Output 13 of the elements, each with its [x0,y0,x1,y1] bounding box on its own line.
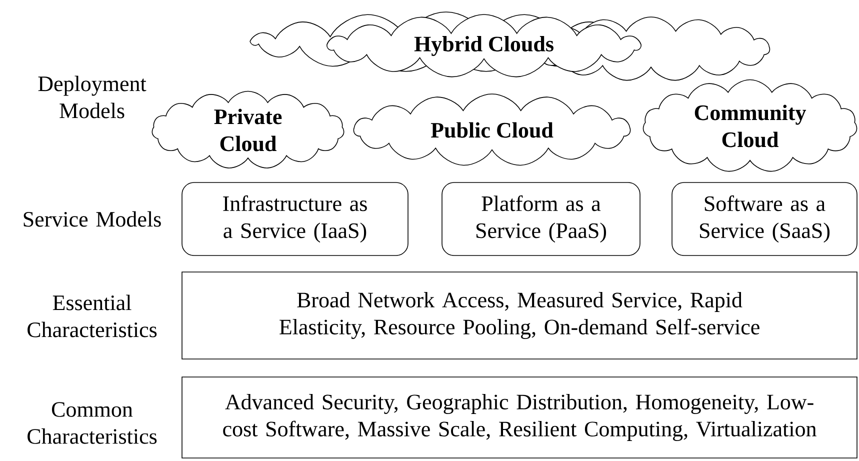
cloud: Public Cloud [353,94,631,166]
row-heading: Service Models [24,211,161,227]
row-heading: Essential Characteristics [28,294,157,338]
characteristics-box: Broad Network Access, Measured Service, Rapid Elasticity, Resource Pooling, On-demand Self-service [182,272,858,360]
service-box: Platform as a Service (PaaS) [442,182,640,256]
characteristics-box: Advanced Security, Geographic Distribution, Homogeneity, Low-cost Software, Massive Scale, Resilient Computing, Virtualization [182,376,858,458]
cloud: Community Cloud [642,79,858,172]
service-box: Infrastructure as a Service (IaaS) [182,182,408,256]
cloud: Private Cloud [152,90,344,168]
row-heading: Deployment Models [38,76,146,118]
row-heading: Common Characteristics [28,402,157,444]
cloud-cluster: Hybrid Clouds [250,12,770,81]
service-box: Software as a Service (SaaS) [672,182,858,256]
